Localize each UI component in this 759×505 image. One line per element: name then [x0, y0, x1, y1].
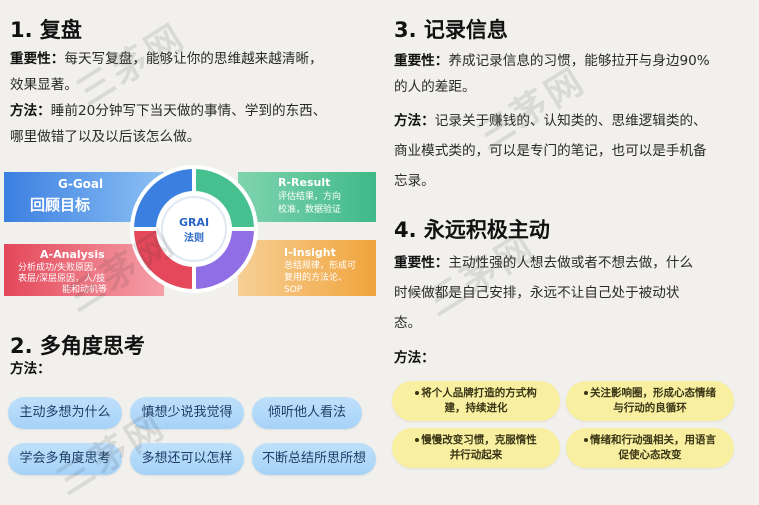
importance-label: 重要性：: [394, 53, 449, 69]
wheel-analysis-segment: [134, 229, 194, 289]
method-text: 睡前20分钟写下当天做的事情、学到的东西、: [50, 103, 327, 119]
wheel-center-subtitle: 法则: [184, 231, 204, 244]
method-text: 哪里做错了以及以后该怎么做。: [10, 129, 201, 145]
wheel-goal-segment: [134, 169, 194, 229]
wheel-center-title: GRAI: [179, 216, 209, 229]
tip-line: 并行动起来: [449, 449, 503, 461]
importance-text: 主动性强的人想去做或者不想去做，什么: [448, 255, 694, 271]
tip-line: 与行动的良循环: [613, 402, 687, 414]
section-1-title: 1. 复盘: [10, 18, 82, 42]
importance-text: 养成记录信息的习惯，能够拉开与身边90%: [448, 53, 710, 69]
analysis-sub-1: 分析成功/失败原因，: [18, 263, 103, 273]
method-label: 方法：: [10, 103, 51, 119]
pill-multi-angle: 学会多角度思考: [8, 443, 122, 475]
importance-text: 态。: [394, 315, 422, 331]
importance-text: 效果显著。: [10, 77, 78, 93]
tip-box-influence: 关注影响圈，形成心态情绪 与行动的良循环: [566, 381, 734, 421]
tip-line: 促使心态改变: [618, 449, 682, 461]
section-3-body: 重要性：养成记录信息的习惯，能够拉开与身边90% 的人的差距。 方法：记录关于赚…: [394, 48, 754, 196]
method-text: 忘录。: [394, 173, 435, 189]
wheel-center: [161, 196, 227, 262]
pill-what-else: 多想还可以怎样: [130, 443, 244, 475]
importance-label: 重要性：: [394, 255, 449, 271]
goal-title: G-Goal: [58, 177, 104, 191]
method-label: 方法：: [394, 113, 435, 129]
tip-box-habits: 慢慢改变习惯，克服惰性 并行动起来: [392, 428, 560, 468]
result-sub-1: 评估结果，方向: [278, 192, 342, 202]
importance-text: 时候做都是自己安排，永远不让自己处于被动状: [394, 285, 680, 301]
result-title: R-Result: [278, 176, 331, 189]
grai-wheel: GRAI 法则: [130, 165, 258, 293]
insight-sub-2: 复用的方法论、: [284, 273, 348, 283]
tip-line: 将个人品牌打造的方式构: [421, 387, 537, 399]
wheel-result-segment: [194, 169, 254, 229]
section-4-title: 4. 永远积极主动: [394, 218, 550, 242]
pill-listen: 倾听他人看法: [252, 397, 362, 429]
pill-say-less: 慎想少说我觉得: [130, 397, 244, 429]
bullet-dot: [415, 438, 420, 442]
tip-line: 情绪和行动强相关，用语言: [590, 434, 716, 446]
result-sub-2: 校准，数据验证: [278, 205, 342, 215]
goal-sub: 回顾目标: [30, 196, 91, 214]
grai-result-banner: R-Result 评估结果，方向 校准，数据验证: [238, 172, 376, 222]
bullet-dot: [584, 438, 588, 442]
bullet-dot: [415, 391, 420, 395]
method-text: 记录关于赚钱的、认知类的、思维逻辑类的、: [434, 113, 707, 129]
tip-line: 关注影响圈，形成心态情绪: [590, 387, 716, 399]
bullet-dot: [584, 391, 588, 395]
section-4-body: 重要性：主动性强的人想去做或者不想去做，什么 时候做都是自己安排，永远不让自己处…: [394, 248, 754, 338]
tip-box-emotion: 情绪和行动强相关，用语言 促使心态改变: [566, 428, 734, 468]
importance-label: 重要性：: [10, 51, 65, 67]
tip-box-brand: 将个人品牌打造的方式构 建，持续进化: [392, 381, 560, 421]
insight-sub-3: SOP: [284, 285, 303, 295]
method-label: 方法：: [394, 350, 435, 366]
analysis-title: A-Analysis: [40, 248, 105, 261]
analysis-sub-3: 能和动机等: [62, 285, 108, 295]
insight-title: I-Insight: [284, 246, 336, 259]
importance-text: 每天写复盘，能够让你的思维越来越清晰，: [64, 51, 323, 67]
wheel-insight-segment: [194, 229, 254, 289]
pill-why: 主动多想为什么: [8, 397, 122, 429]
importance-text: 的人的差距。: [394, 79, 476, 95]
tip-line: 慢慢改变习惯，克服惰性: [421, 434, 537, 446]
section-4-method-label: 方法：: [394, 345, 435, 371]
grai-insight-banner: I-Insight 总结规律，形成可 复用的方法论、 SOP: [238, 240, 376, 296]
section-3-title: 3. 记录信息: [394, 18, 508, 42]
analysis-sub-2: 表层/深层原因，人/技: [18, 274, 106, 284]
insight-sub-1: 总结规律，形成可: [284, 261, 357, 271]
method-label: 方法：: [10, 361, 51, 377]
watermark: 三茅网: [60, 221, 184, 321]
tip-line: 建，持续进化: [444, 402, 508, 414]
section-1-importance: 重要性：每天写复盘，能够让你的思维越来越清晰， 效果显著。 方法：睡前20分钟写…: [10, 46, 380, 150]
section-2-method-label: 方法：: [10, 356, 51, 382]
pill-summarize: 不断总结所思所想: [252, 443, 376, 475]
method-text: 商业模式类的，可以是专门的笔记，也可以是手机备: [394, 143, 707, 159]
section-2-title: 2. 多角度思考: [10, 334, 145, 358]
